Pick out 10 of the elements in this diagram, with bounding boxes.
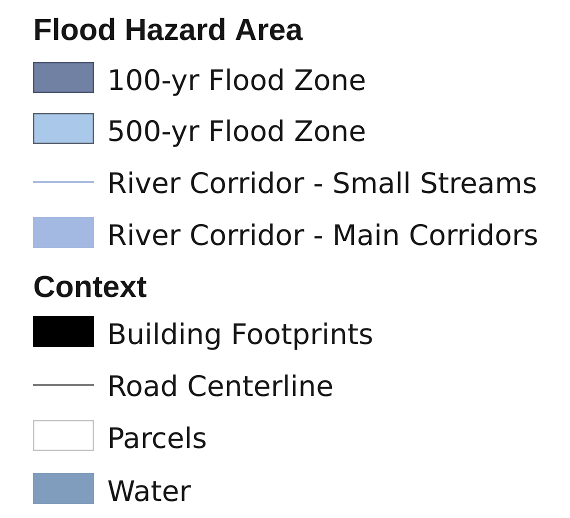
section-heading: Context bbox=[34, 276, 146, 298]
legend-label: River Corridor - Small Streams bbox=[110, 172, 536, 194]
legend-label: Parcels bbox=[110, 426, 206, 448]
legend-label: Building Footprints bbox=[110, 322, 372, 350]
section-heading: Flood Hazard Area bbox=[35, 18, 303, 40]
legend-label: 500-yr Flood Zone bbox=[109, 120, 365, 147]
legend-label: River Corridor - Main Corridors bbox=[110, 224, 537, 246]
legend-label: Road Centerline bbox=[110, 374, 332, 396]
legend-label: 100-yr Flood Zone bbox=[110, 68, 365, 96]
legend-label: Water bbox=[108, 480, 191, 502]
